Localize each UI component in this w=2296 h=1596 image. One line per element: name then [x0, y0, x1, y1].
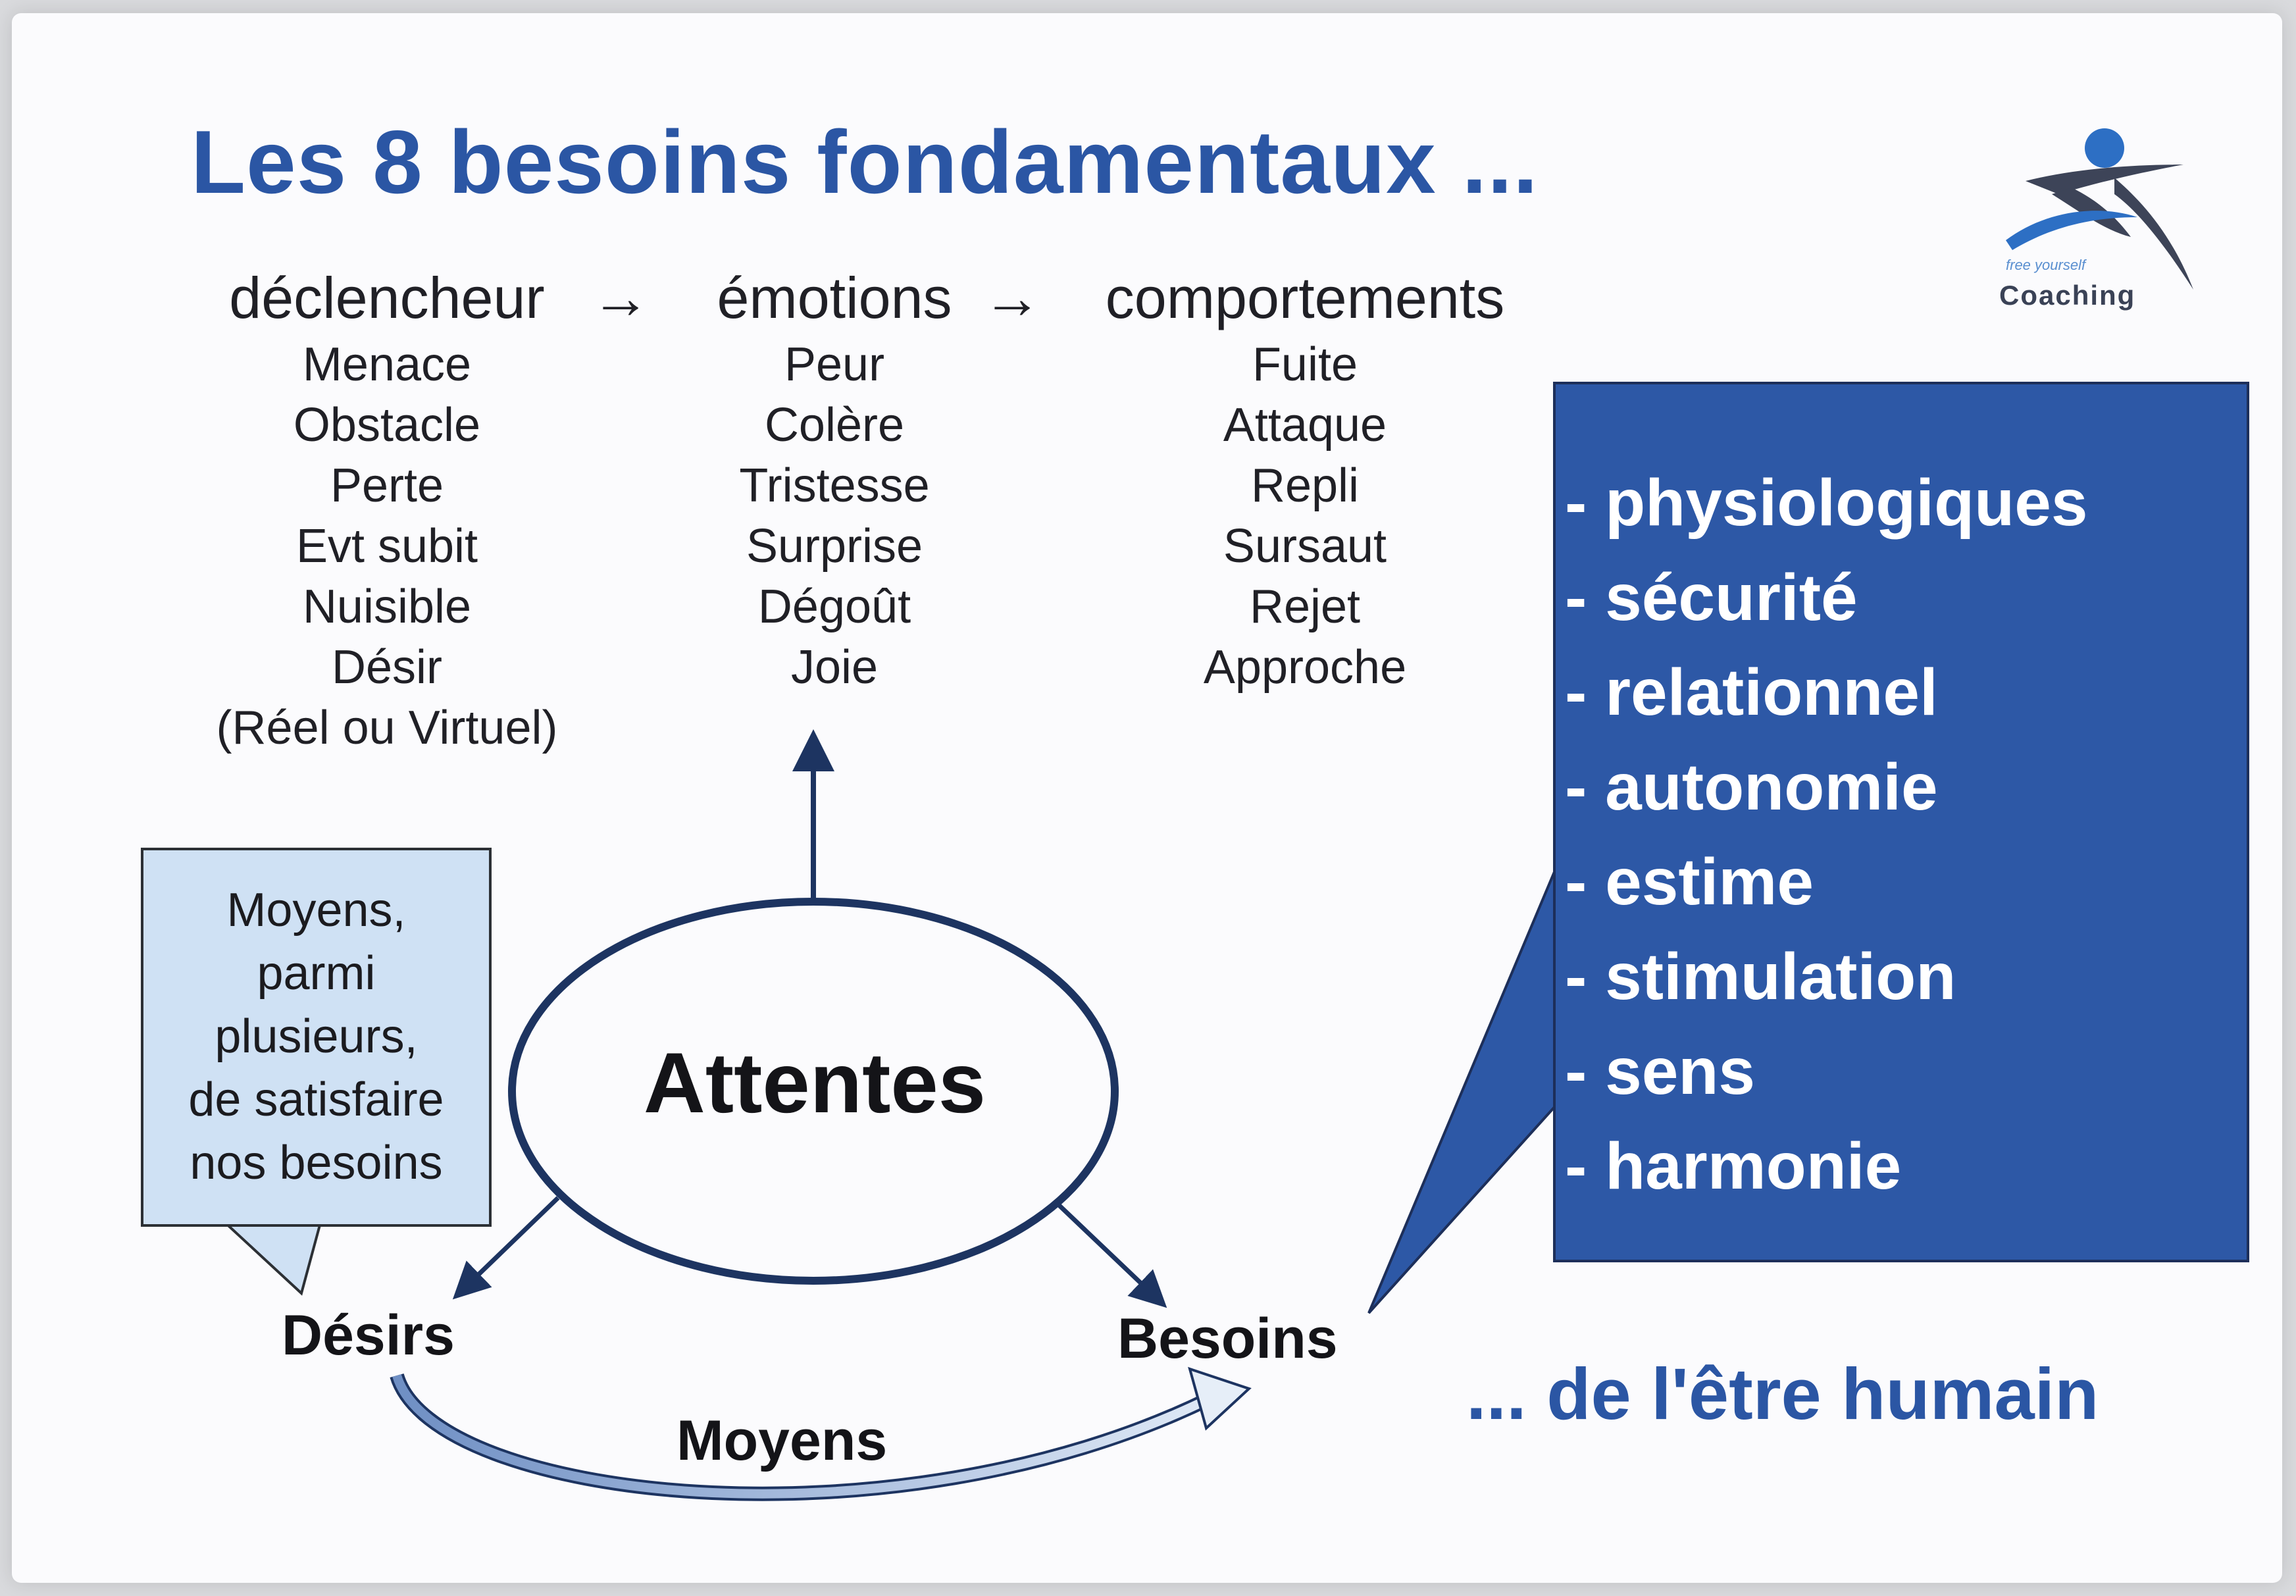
besoins-label: Besoins	[1117, 1307, 1338, 1370]
list-item: Joie	[790, 641, 879, 694]
flow-arrow-2: →	[982, 265, 1042, 331]
need-item: - harmonie	[1565, 1129, 1902, 1203]
logo-name: Coaching	[1999, 280, 2136, 311]
desirs-label: Désirs	[282, 1304, 455, 1367]
moyens-curve-head	[1188, 1366, 1252, 1431]
arrow-to-besoins	[1056, 1202, 1167, 1308]
list-item: Evt subit	[295, 520, 478, 573]
list-item: Attaque	[1223, 399, 1387, 451]
logo-figure-icon	[2006, 128, 2193, 290]
callout-line: nos besoins	[190, 1137, 443, 1189]
behaviors-column: comportements Fuite Attaque Repli Sursau…	[1078, 262, 1532, 698]
emotions-column: émotions Peur Colère Tristesse Surprise …	[676, 262, 992, 698]
moyens-callout-text: Moyens, parmi plusieurs, de satisfaire n…	[141, 879, 492, 1195]
needs-list: - physiologiques - sécurité - relationne…	[1565, 455, 2087, 1214]
list-item: Sursaut	[1223, 520, 1387, 573]
list-item: (Réel ou Virtuel)	[216, 702, 558, 754]
footer-text: ... de l'être humain	[1466, 1354, 2099, 1435]
callout-line: plusieurs,	[215, 1010, 418, 1063]
callout-line: parmi	[257, 947, 376, 1000]
column-header: déclencheur	[229, 265, 545, 330]
list-item: Approche	[1203, 641, 1407, 694]
moyens-label: Moyens	[676, 1409, 888, 1472]
moyens-callout	[141, 848, 492, 1227]
list-item: Dégoût	[757, 580, 911, 633]
logo-tagline: free yourself	[2006, 257, 2086, 273]
needs-box	[1553, 382, 2249, 1262]
list-item: Perte	[330, 459, 444, 512]
list-item: Surprise	[746, 520, 923, 573]
list-item: Repli	[1250, 459, 1360, 512]
list-item: Menace	[302, 338, 472, 391]
need-item: - sens	[1565, 1035, 1756, 1108]
list-item: Colère	[764, 399, 905, 451]
arrow-to-desirs	[452, 1196, 560, 1300]
list-item: Peur	[784, 338, 885, 391]
callout-line: Moyens,	[226, 884, 406, 937]
list-item: Tristesse	[739, 459, 930, 512]
list-item: Nuisible	[302, 580, 472, 633]
column-header: comportements	[1105, 265, 1505, 330]
column-header: émotions	[717, 265, 952, 330]
list-item: Obstacle	[293, 399, 481, 451]
attentes-label: Attentes	[643, 1035, 986, 1131]
card: Les 8 besoins fondamentaux ... free your…	[12, 13, 2282, 1583]
need-item: - autonomie	[1565, 750, 1938, 824]
diagram-lines	[218, 128, 2193, 1501]
needs-box-pointer	[1367, 868, 1557, 1314]
page-title: Les 8 besoins fondamentaux ...	[191, 112, 1539, 212]
list-item: Rejet	[1249, 580, 1361, 633]
need-item: - sécurité	[1565, 561, 1858, 634]
need-item: - relationnel	[1565, 656, 1938, 729]
list-item: Désir	[331, 641, 442, 694]
moyens-callout-tail	[218, 1219, 323, 1296]
list-item: Fuite	[1252, 338, 1358, 391]
trigger-column: déclencheur Menace Obstacle Perte Evt su…	[183, 262, 591, 758]
need-item: - estime	[1565, 845, 1814, 919]
callout-line: de satisfaire	[188, 1073, 444, 1126]
need-item: - stimulation	[1565, 940, 1956, 1014]
flow-arrow-1: →	[591, 265, 650, 331]
need-item: - physiologiques	[1565, 466, 2088, 540]
